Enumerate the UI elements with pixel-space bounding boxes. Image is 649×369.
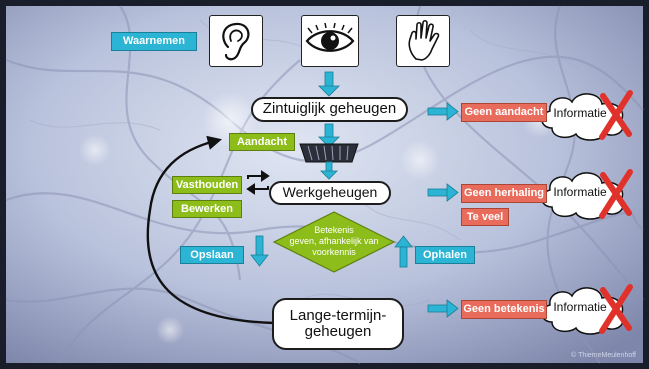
- lange-line2: geheugen: [304, 323, 372, 340]
- ear-icon: [222, 22, 250, 61]
- arrow-senses-down: [318, 71, 340, 97]
- geen-herhaling-label: Geen herhaling: [461, 184, 547, 203]
- betekenis-line3: voorkennis: [312, 247, 356, 257]
- cross-icon: [599, 284, 633, 334]
- bewerken-label: Bewerken: [172, 200, 242, 218]
- informatie-text-3: Informatie: [553, 300, 607, 314]
- hand-icon: [408, 19, 440, 61]
- arrow-ophalen-up: [394, 235, 413, 268]
- betekenis-line2: geven, afhankelijk van: [289, 236, 378, 246]
- filter-icon: [299, 143, 359, 163]
- geen-aandacht-label: Geen aandacht: [461, 103, 547, 122]
- vasthouden-label: Vasthouden: [172, 176, 242, 194]
- informatie-text-2: Informatie: [553, 185, 607, 199]
- lange-termijn-geheugen-node: Lange-termijn- geheugen: [272, 298, 404, 350]
- arrow-zintuiglijk-down: [318, 123, 340, 148]
- feedback-curve-arrow: [146, 135, 276, 325]
- arrow-right-3: [427, 299, 459, 318]
- betekenis-line1: Betekenis: [314, 225, 354, 235]
- werkgeheugen-node: Werkgeheugen: [269, 181, 391, 205]
- eye-icon: [305, 23, 355, 52]
- waarnemen-label: Waarnemen: [111, 32, 197, 51]
- watermark: © ThiemeMeulenhoff: [571, 352, 636, 359]
- aandacht-label: Aandacht: [229, 133, 295, 151]
- ear-icon-box: [209, 15, 263, 67]
- arrow-opslaan-down: [250, 235, 269, 267]
- zintuiglijk-geheugen-node: Zintuiglijk geheugen: [251, 97, 408, 122]
- cycle-icon: [246, 170, 270, 195]
- betekenis-diamond: [272, 211, 396, 273]
- arrow-right-1: [427, 102, 459, 121]
- arrow-filter-down: [320, 161, 338, 180]
- hand-icon-box: [396, 15, 450, 67]
- eye-icon-box: [301, 15, 359, 67]
- ophalen-label: Ophalen: [415, 246, 475, 264]
- informatie-text-1: Informatie: [553, 106, 607, 120]
- te-veel-label: Te veel: [461, 208, 509, 226]
- cross-icon: [599, 90, 633, 140]
- cross-icon: [599, 169, 633, 219]
- opslaan-label: Opslaan: [180, 246, 244, 264]
- arrow-right-2: [427, 183, 459, 202]
- lange-line1: Lange-termijn-: [289, 306, 387, 324]
- geen-betekenis-label: Geen betekenis: [461, 300, 547, 319]
